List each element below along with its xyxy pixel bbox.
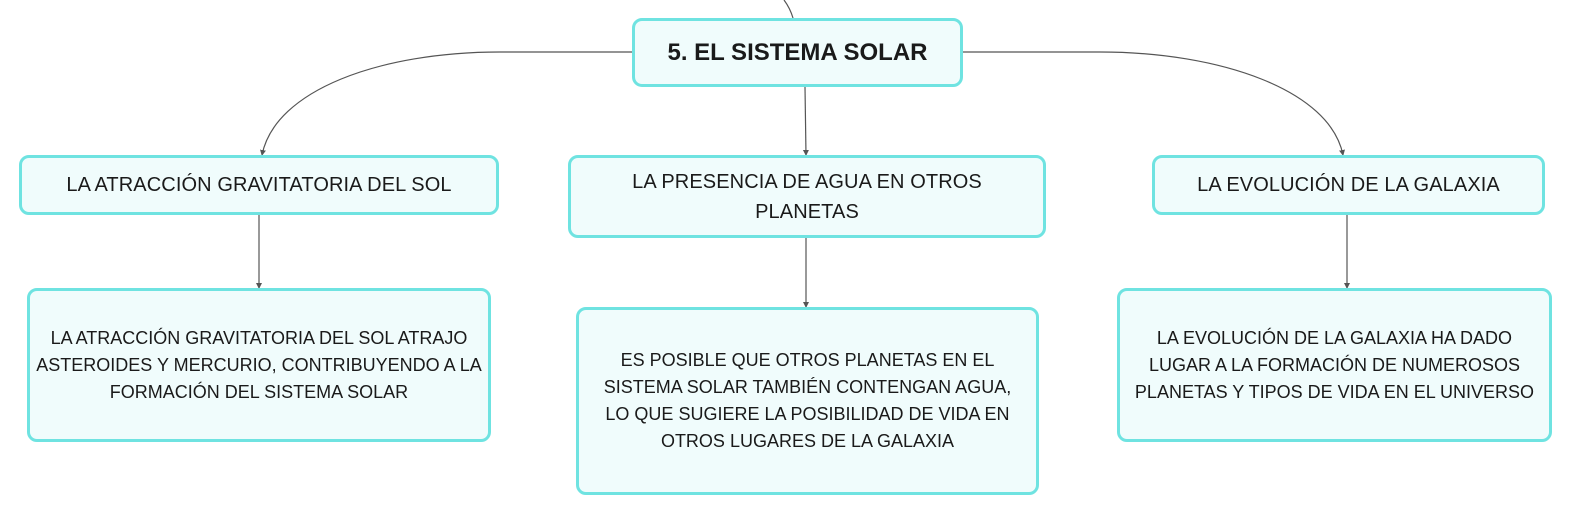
connector-root-to-topic-1 bbox=[260, 51, 632, 156]
incoming-connector bbox=[783, 0, 794, 19]
topic-node-water-presence[interactable]: LA PRESENCIA DE AGUA EN OTROS PLANETAS bbox=[568, 155, 1046, 238]
topic-node-label: LA EVOLUCIÓN DE LA GALAXIA bbox=[1197, 174, 1500, 196]
topic-node-galaxy-evolution[interactable]: LA EVOLUCIÓN DE LA GALAXIA bbox=[1152, 155, 1545, 215]
topic-node-label: LA ATRACCIÓN GRAVITATORIA DEL SOL bbox=[66, 174, 452, 196]
detail-node-water-presence[interactable]: ES POSIBLE QUE OTROS PLANETAS EN EL SIST… bbox=[576, 307, 1039, 495]
detail-node-galaxy-evolution[interactable]: LA EVOLUCIÓN DE LA GALAXIA HA DADO LUGAR… bbox=[1117, 288, 1552, 442]
detail-node-gravitational-attraction[interactable]: LA ATRACCIÓN GRAVITATORIA DEL SOL ATRAJO… bbox=[27, 288, 491, 442]
root-node-label: 5. EL SISTEMA SOLAR bbox=[667, 38, 928, 66]
topic-node-gravitational-attraction[interactable]: LA ATRACCIÓN GRAVITATORIA DEL SOL bbox=[19, 155, 499, 215]
root-node[interactable]: 5. EL SISTEMA SOLAR bbox=[632, 18, 963, 87]
detail-node-text: LA ATRACCIÓN GRAVITATORIA DEL SOL ATRAJO… bbox=[36, 327, 482, 402]
detail-node-text: ES POSIBLE QUE OTROS PLANETAS EN EL SIST… bbox=[603, 350, 1012, 451]
detail-node-text: LA EVOLUCIÓN DE LA GALAXIA HA DADO LUGAR… bbox=[1134, 327, 1535, 402]
connector-root-to-topic-2 bbox=[802, 86, 809, 156]
topic-node-label: LA PRESENCIA DE AGUA EN OTROS PLANETAS bbox=[632, 170, 982, 223]
connector-root-to-topic-3 bbox=[963, 51, 1345, 156]
